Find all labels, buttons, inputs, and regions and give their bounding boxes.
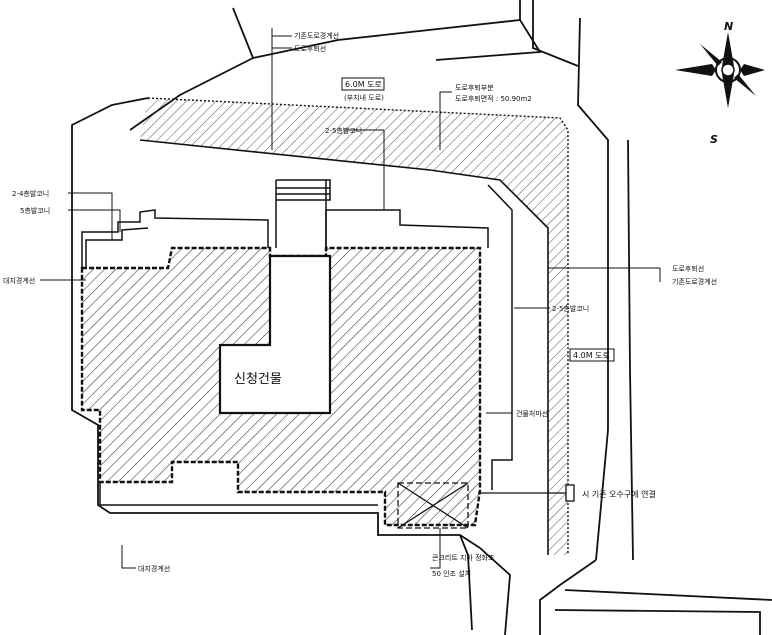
label-road-4m: 4.0M 도로 bbox=[573, 351, 610, 360]
label-road-reserve-line-right: 도로후퇴선 bbox=[672, 264, 704, 273]
label-new-building: 신청건물 bbox=[234, 372, 282, 387]
label-road-6m: 6.0M 도로 bbox=[345, 80, 382, 89]
leader-lines bbox=[40, 28, 661, 569]
road-reserve-area bbox=[139, 97, 569, 555]
label-road-reserve-area-value: 도로후퇴면적 : 50.90m2 bbox=[455, 94, 532, 103]
label-balcony-5: 5층발코니 bbox=[20, 206, 50, 215]
label-balcony-2-4: 2-4층발코니 bbox=[12, 189, 49, 198]
label-road-6m-note: (부지내 도로) bbox=[344, 93, 384, 102]
label-septic-line2: 50 인조 설치 bbox=[432, 569, 471, 578]
septic-tank bbox=[397, 482, 575, 529]
label-road-reserve-line-top: 도로후퇴선 bbox=[294, 44, 326, 53]
label-balcony-2-5-right: 2-5층발코니 bbox=[552, 304, 589, 313]
compass-icon bbox=[675, 32, 765, 108]
label-sewer-connection: 시 기존 오수구에 연결 bbox=[582, 489, 656, 499]
label-site-boundary-bottom: 대지경계선 bbox=[138, 564, 170, 573]
label-balcony-2-5: 2-5층발코니 bbox=[325, 126, 362, 135]
label-building-outline: 건물처마선 bbox=[516, 409, 548, 418]
compass-north-label: N bbox=[724, 20, 733, 33]
site-boundary bbox=[71, 97, 511, 635]
label-existing-road-boundary-top: 기존도로경계선 bbox=[294, 31, 339, 40]
right-road-lines bbox=[539, 17, 772, 635]
balcony-outlines bbox=[81, 179, 513, 506]
label-site-boundary-left: 대지경계선 bbox=[3, 276, 35, 285]
label-septic-line1: 콘크리트 지하 정화조 bbox=[432, 553, 495, 562]
label-road-reserve-area: 도로후퇴부분 bbox=[455, 83, 494, 92]
label-existing-road-boundary-right: 기존도로경계선 bbox=[672, 277, 717, 286]
compass-south-label: S bbox=[710, 133, 718, 146]
